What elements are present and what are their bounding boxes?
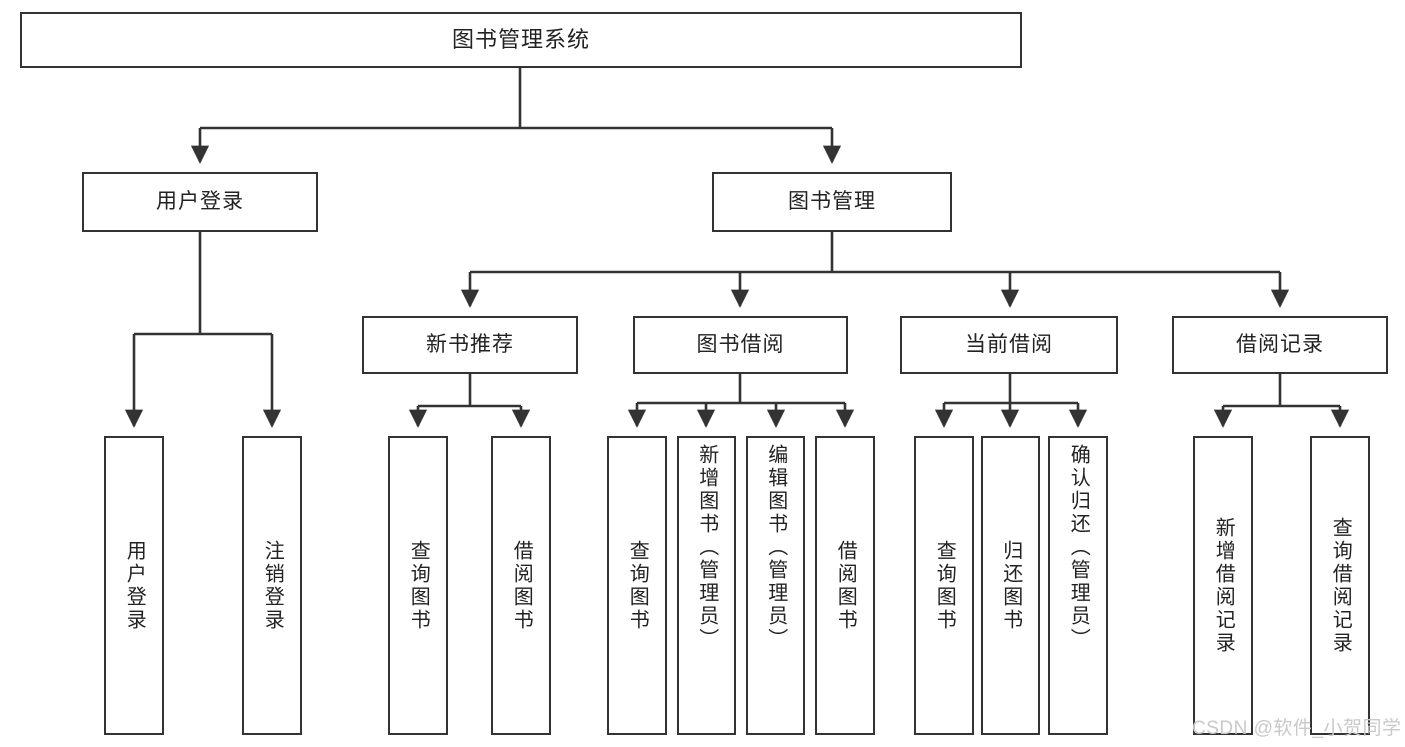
node-label: 归还图书: [999, 539, 1022, 632]
node-label: 新增图书（管理员）: [695, 444, 718, 651]
leaf-query-borrow-record[interactable]: 查询借阅记录: [1310, 436, 1370, 735]
leaf-borrow-book-1[interactable]: 借阅图书: [491, 436, 551, 735]
node-label: 当前借阅: [965, 332, 1053, 356]
leaf-add-borrow-record[interactable]: 新增借阅记录: [1193, 436, 1253, 735]
node-label: 编辑图书（管理员）: [764, 444, 787, 651]
leaf-confirm-return[interactable]: 确认归还（管理员）: [1048, 436, 1108, 735]
node-label: 用户登录: [156, 189, 244, 213]
leaf-logout[interactable]: 注销登录: [242, 436, 302, 735]
node-label: 查询借阅记录: [1329, 516, 1352, 655]
node-label: 借阅图书: [510, 539, 533, 632]
leaf-user-login[interactable]: 用户登录: [104, 436, 164, 735]
node-current-borrow[interactable]: 当前借阅: [900, 316, 1118, 374]
node-label: 图书借阅: [696, 332, 785, 356]
leaf-return-book[interactable]: 归还图书: [981, 436, 1040, 735]
node-label: 图书管理系统: [451, 27, 590, 53]
node-label: 查询图书: [626, 539, 649, 632]
node-book-management[interactable]: 图书管理: [712, 172, 952, 232]
leaf-query-book-2[interactable]: 查询图书: [607, 436, 667, 735]
leaf-add-book[interactable]: 新增图书（管理员）: [677, 436, 736, 735]
node-label: 查询图书: [407, 539, 430, 632]
node-book-borrow[interactable]: 图书借阅: [633, 316, 848, 374]
leaf-edit-book[interactable]: 编辑图书（管理员）: [746, 436, 805, 735]
node-label: 借阅记录: [1236, 332, 1324, 356]
node-new-book-recommend[interactable]: 新书推荐: [362, 316, 578, 374]
leaf-borrow-book-2[interactable]: 借阅图书: [815, 436, 875, 735]
leaf-query-book-3[interactable]: 查询图书: [914, 436, 974, 735]
node-label: 查询图书: [933, 539, 956, 632]
node-label: 用户登录: [123, 539, 146, 632]
node-borrow-record[interactable]: 借阅记录: [1172, 316, 1388, 374]
node-label: 确认归还（管理员）: [1067, 444, 1090, 651]
node-label: 图书管理: [788, 189, 876, 213]
node-label: 注销登录: [261, 539, 284, 632]
node-label: 新增借阅记录: [1212, 516, 1235, 655]
node-book-management-system[interactable]: 图书管理系统: [20, 12, 1022, 68]
csdn-watermark: CSDN @软件_小贺同学: [1192, 718, 1402, 739]
leaf-query-book-1[interactable]: 查询图书: [388, 436, 448, 735]
node-label: 新书推荐: [426, 332, 514, 356]
node-label: 借阅图书: [834, 539, 857, 632]
node-user-login[interactable]: 用户登录: [82, 172, 318, 232]
